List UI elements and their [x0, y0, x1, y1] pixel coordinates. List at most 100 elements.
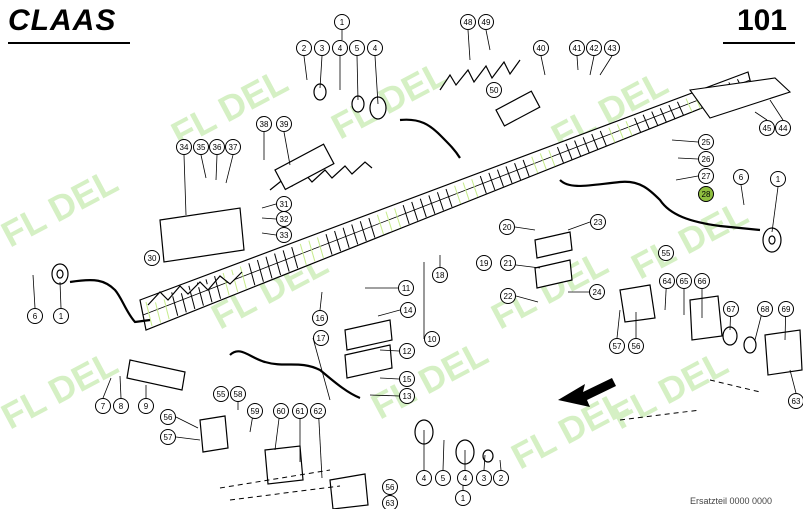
callout-c25: 25 [699, 135, 714, 150]
leader-line [772, 187, 778, 232]
leader-line [184, 155, 186, 215]
leader-line [201, 155, 206, 178]
callout-number: 25 [702, 138, 711, 147]
callout-c5b: 5 [436, 471, 451, 486]
callout-number: 18 [436, 271, 445, 280]
callout-number: 66 [698, 277, 707, 286]
leader-line [755, 112, 767, 120]
callout-number: 33 [280, 231, 289, 240]
callout-c9: 9 [139, 399, 154, 414]
leader-line [486, 30, 490, 50]
callout-number: 37 [229, 143, 238, 152]
callout-c6a: 6 [734, 170, 749, 185]
callout-c4b: 4 [368, 41, 383, 56]
callout-number: 5 [355, 44, 360, 53]
callout-number: 27 [702, 172, 711, 181]
leader-line [600, 56, 612, 75]
callout-number: 61 [296, 407, 305, 416]
callout-number: 32 [280, 215, 289, 224]
callout-number: 22 [504, 292, 513, 301]
callout-c26: 26 [699, 152, 714, 167]
callout-c44: 44 [776, 121, 791, 136]
callout-c45: 45 [760, 121, 775, 136]
brand-logo: CLAAS [8, 4, 116, 38]
callout-number: 60 [277, 407, 286, 416]
callout-c43: 43 [605, 41, 620, 56]
callout-number: 2 [499, 474, 504, 483]
callout-number: 3 [320, 44, 325, 53]
watermark-text: FL DEL [605, 342, 735, 437]
callout-number: 24 [593, 288, 602, 297]
leader-line [468, 30, 470, 60]
leader-line [216, 155, 217, 180]
callout-c37: 37 [226, 140, 241, 155]
callout-c16: 16 [313, 311, 328, 326]
callout-c34: 34 [177, 140, 192, 155]
leader-line [590, 56, 594, 75]
callout-c4d: 4 [458, 471, 473, 486]
callout-c55a: 55 [659, 246, 674, 261]
callout-c18: 18 [433, 268, 448, 283]
leader-line [678, 158, 698, 159]
callout-number: 30 [148, 254, 157, 263]
callout-c15: 15 [400, 372, 415, 387]
callout-c12: 12 [400, 344, 415, 359]
callout-c27: 27 [699, 169, 714, 184]
callout-number: 55 [217, 390, 226, 399]
callout-c68: 68 [758, 302, 773, 317]
callout-number: 65 [680, 277, 689, 286]
callout-c20: 20 [500, 220, 515, 235]
callout-number: 38 [260, 120, 269, 129]
leader-line [176, 417, 198, 428]
callout-number: 50 [490, 86, 499, 95]
callout-number: 12 [403, 347, 412, 356]
leader-line [500, 460, 501, 470]
callout-c6b: 6 [28, 309, 43, 324]
callout-number: 59 [251, 407, 260, 416]
callout-number: 36 [213, 143, 222, 152]
callout-number: 2 [302, 44, 307, 53]
callout-c41: 41 [570, 41, 585, 56]
callout-c14: 14 [401, 303, 416, 318]
callout-number: 23 [594, 218, 603, 227]
callout-c30: 30 [145, 251, 160, 266]
callout-c31: 31 [277, 197, 292, 212]
leader-line [676, 176, 698, 180]
callout-c69: 69 [779, 302, 794, 317]
callout-number: 1 [340, 18, 345, 27]
callout-c10: 10 [425, 332, 440, 347]
callout-number: 5 [441, 474, 446, 483]
callout-number: 6 [739, 173, 744, 182]
callout-c67: 67 [724, 302, 739, 317]
right-cover-plate [690, 78, 790, 118]
callout-c48: 48 [461, 15, 476, 30]
callout-c19: 19 [477, 256, 492, 271]
callout-number: 10 [428, 335, 437, 344]
callout-c28: 28 [699, 187, 714, 202]
callout-number: 4 [338, 44, 343, 53]
leader-line [617, 310, 620, 338]
callout-c11: 11 [399, 281, 414, 296]
callout-number: 55 [662, 249, 671, 258]
brand-underline [8, 42, 130, 44]
callout-c58: 58 [231, 387, 246, 402]
leader-line [262, 204, 276, 208]
leader-line [33, 275, 35, 308]
leader-line [515, 227, 535, 230]
callout-number: 58 [234, 390, 243, 399]
callout-number: 15 [403, 375, 412, 384]
callout-c3a: 3 [315, 41, 330, 56]
callout-number: 31 [280, 200, 289, 209]
callout-number: 8 [119, 402, 124, 411]
leader-line [262, 218, 276, 219]
callout-number: 44 [779, 124, 788, 133]
callout-c50: 50 [487, 83, 502, 98]
leader-line [176, 437, 200, 440]
callout-c40: 40 [534, 41, 549, 56]
callout-c2b: 2 [494, 471, 509, 486]
callout-c13: 13 [400, 389, 415, 404]
callout-c66: 66 [695, 274, 710, 289]
callout-c57a: 57 [610, 339, 625, 354]
callout-c56a: 56 [629, 339, 644, 354]
callout-c56c: 56 [383, 480, 398, 495]
